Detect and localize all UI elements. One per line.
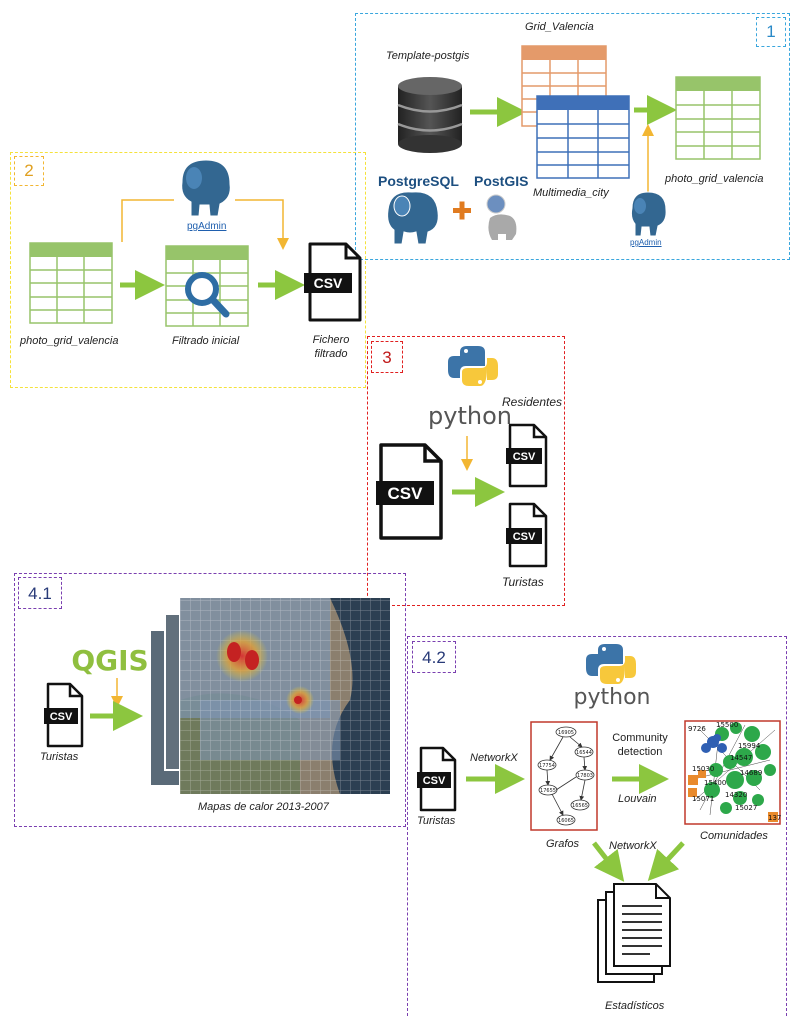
csv-file-residentes-icon: CSV xyxy=(506,423,548,488)
community-image: 9726 15500 14547 15994 15030 14689 15071… xyxy=(684,720,781,825)
graph-node-label: 17754 xyxy=(539,763,555,769)
photo-grid-table-icon xyxy=(675,76,761,160)
arrow-communities-to-stats xyxy=(647,841,685,882)
networkx-label: NetworkX xyxy=(609,840,657,852)
pgadmin-connector-left xyxy=(121,199,174,242)
panel-3-classification xyxy=(367,336,565,606)
photo-grid-table-icon xyxy=(29,242,113,324)
estadisticos-label: Estadísticos xyxy=(605,1000,665,1012)
step-badge-4-1: 4.1 xyxy=(18,577,62,609)
community-node-label: 15400 xyxy=(704,779,726,787)
residentes-label: Residentes xyxy=(502,395,563,409)
csv-tag: CSV xyxy=(50,711,73,723)
panel-4-2-networks xyxy=(407,636,787,1016)
csv-file-icon: CSV xyxy=(417,746,457,812)
graph-node-label: 16565 xyxy=(572,803,588,809)
graph-node-label: 17655 xyxy=(540,788,556,794)
csv-file-icon: CSV xyxy=(376,443,443,540)
postgis-label: PostGIS xyxy=(474,173,529,189)
step-badge-1: 1 xyxy=(756,17,786,47)
grafos-label: Grafos xyxy=(546,838,580,850)
graph-node-label: 16905 xyxy=(558,730,574,736)
photo-grid-valencia-label: photo_grid_valencia xyxy=(20,335,119,347)
fichero-filtrado-label: Fichero filtrado xyxy=(312,334,350,360)
csv-tag: CSV xyxy=(513,531,536,543)
community-node-label: 14547 xyxy=(730,754,752,762)
pgadmin-link-panel2[interactable]: pgAdmin xyxy=(187,221,227,232)
filtrado-inicial-label: Filtrado inicial xyxy=(172,335,240,347)
grid-valencia-label: Grid_Valencia xyxy=(525,21,594,33)
turistas-label: Turistas xyxy=(502,575,544,589)
csv-file-icon: CSV xyxy=(44,682,84,748)
community-node-label: 14689 xyxy=(740,769,762,777)
qgis-logo-icon: QGIS xyxy=(71,644,148,677)
community-node-label: 15027 xyxy=(735,804,757,812)
csv-tag: CSV xyxy=(314,275,343,291)
heatmap-image xyxy=(149,597,391,795)
graph-node-label: 17803 xyxy=(577,773,593,779)
csv-file-turistas-icon: CSV xyxy=(506,502,548,568)
svg-text:QGIS: QGIS xyxy=(71,644,148,677)
community-node-label: 15030 xyxy=(692,765,714,773)
community-node-label: 137 xyxy=(768,814,781,822)
panel-4-1-heatmaps xyxy=(14,573,406,827)
plus-icon xyxy=(453,201,471,220)
python-wordmark: python xyxy=(574,685,651,710)
python-wordmark: python xyxy=(428,402,512,430)
community-node-label: 14320 xyxy=(725,791,747,799)
step-badge-3: 3 xyxy=(371,341,403,373)
python-logo-icon xyxy=(586,644,636,684)
community-node-label: 15500 xyxy=(716,721,738,729)
postgresql-elephant-icon xyxy=(387,191,439,245)
csv-tag: CSV xyxy=(513,451,536,463)
pgadmin-link-panel1[interactable]: pgAdmin xyxy=(630,238,662,247)
step-badge-4-2: 4.2 xyxy=(412,641,456,673)
csv-file-icon: CSV xyxy=(304,242,362,322)
photo-grid-valencia-label: photo_grid_valencia xyxy=(665,173,764,185)
comunidades-label: Comunidades xyxy=(700,830,768,842)
community-node-label: 15071 xyxy=(692,795,714,803)
community-node-label: 9726 xyxy=(688,725,706,733)
louvain-label: Louvain xyxy=(618,793,657,805)
panel-2-filtering xyxy=(10,152,366,388)
database-icon xyxy=(397,77,463,153)
graph-node-label: 16065 xyxy=(558,818,574,824)
arrow-graph-to-stats xyxy=(592,841,625,882)
magnifier-icon xyxy=(185,272,230,318)
python-logo-icon xyxy=(448,346,498,386)
graph-node-label: 16544 xyxy=(576,750,592,756)
panel-1-database xyxy=(355,13,790,260)
pgadmin-elephant-icon xyxy=(181,159,231,217)
community-node-label: 15994 xyxy=(738,742,761,750)
postgresql-label: PostgreSQL xyxy=(378,173,459,189)
csv-tag: CSV xyxy=(423,775,446,787)
documents-icon xyxy=(597,883,671,983)
multimedia-city-table-icon xyxy=(536,95,630,179)
template-postgis-label: Template-postgis xyxy=(386,50,470,62)
multimedia-city-label: Multimedia_city xyxy=(533,187,609,199)
pgadmin-elephant-icon xyxy=(630,191,667,237)
mapas-de-calor-label: Mapas de calor 2013-2007 xyxy=(198,801,329,813)
turistas-label: Turistas xyxy=(40,751,79,763)
postgis-elephant-icon xyxy=(486,194,517,240)
pgadmin-connector-right xyxy=(235,199,289,250)
graph-image: 16905 16544 17754 17803 17655 16565 1606… xyxy=(530,721,598,831)
networkx-label: NetworkX xyxy=(470,752,518,764)
step-badge-2: 2 xyxy=(14,156,44,186)
turistas-label: Turistas xyxy=(417,815,456,827)
community-detection-label: Community detection xyxy=(612,732,668,758)
csv-tag: CSV xyxy=(388,484,424,503)
